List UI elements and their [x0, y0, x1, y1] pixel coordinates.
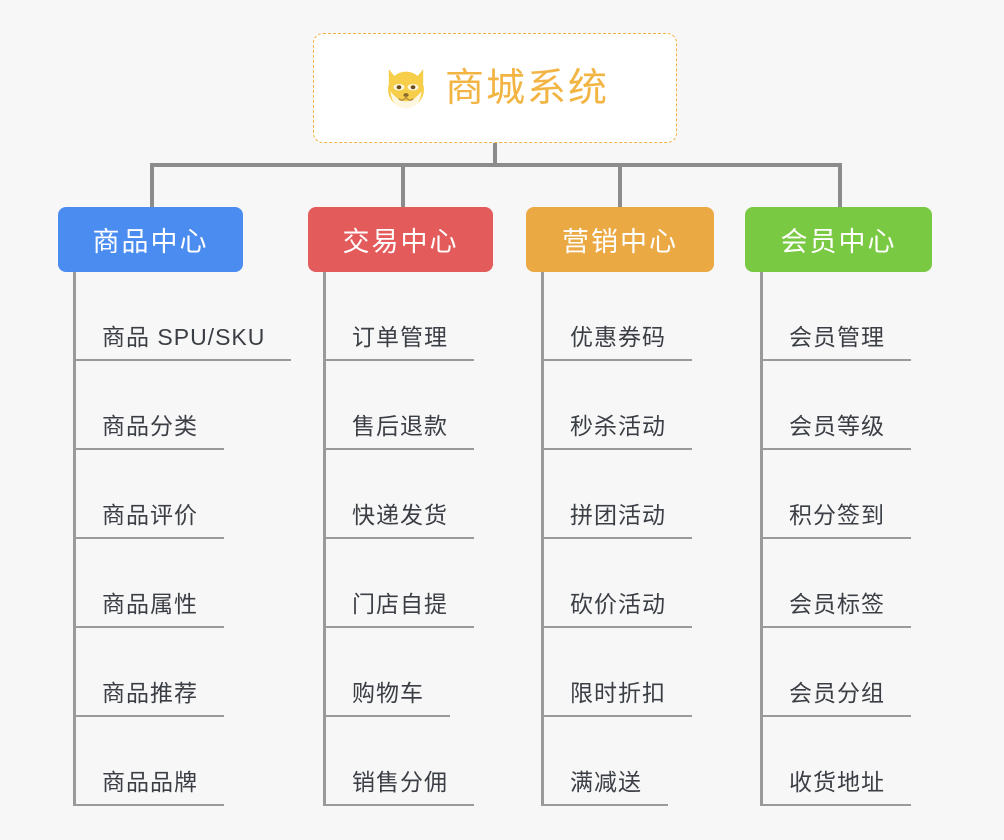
leaf-item[interactable]: 商品评价: [76, 450, 243, 539]
branch-column-marketing: 营销中心 优惠券码 秒杀活动 拼团活动 砍价活动 限时折扣 满减送: [526, 207, 714, 806]
branch-header-marketing[interactable]: 营销中心: [526, 207, 714, 272]
branch-header-member[interactable]: 会员中心: [745, 207, 932, 272]
connector-drop-3: [618, 163, 622, 209]
leaf-item[interactable]: 门店自提: [326, 539, 493, 628]
branch-body-product: 商品 SPU/SKU 商品分类 商品评价 商品属性 商品推荐 商品品牌: [73, 272, 292, 806]
connector-drop-2: [401, 163, 405, 209]
leaf-label: 售后退款: [326, 411, 474, 450]
shiba-dog-face-icon: [388, 69, 424, 109]
leaf-item[interactable]: 商品属性: [76, 539, 243, 628]
branch-header-label: 会员中心: [780, 227, 897, 257]
leaf-label: 会员分组: [763, 678, 911, 717]
leaf-label: 快递发货: [326, 500, 474, 539]
leaf-label: 砍价活动: [544, 589, 692, 628]
leaf-item[interactable]: 砍价活动: [544, 539, 714, 628]
leaf-label: 商品推荐: [76, 678, 224, 717]
leaf-label: 秒杀活动: [544, 411, 692, 450]
connector-drop-1: [150, 163, 154, 209]
leaf-label: 会员管理: [763, 322, 911, 361]
branch-header-label: 交易中心: [342, 227, 459, 257]
leaf-label: 商品评价: [76, 500, 224, 539]
leaf-label: 订单管理: [326, 322, 474, 361]
leaf-label: 满减送: [544, 767, 668, 806]
connector-horizontal-bus: [152, 163, 842, 167]
leaf-item[interactable]: 快递发货: [326, 450, 493, 539]
branch-header-label: 商品中心: [92, 227, 209, 257]
leaf-item[interactable]: 会员分组: [763, 628, 932, 717]
leaf-item[interactable]: 商品推荐: [76, 628, 243, 717]
branch-column-member: 会员中心 会员管理 会员等级 积分签到 会员标签 会员分组 收货地址: [745, 207, 932, 806]
leaf-label: 收货地址: [763, 767, 911, 806]
connector-drop-4: [838, 163, 842, 209]
leaf-label: 拼团活动: [544, 500, 692, 539]
leaf-item[interactable]: 限时折扣: [544, 628, 714, 717]
leaf-label: 会员等级: [763, 411, 911, 450]
leaf-label: 商品属性: [76, 589, 224, 628]
leaf-label: 商品 SPU/SKU: [76, 322, 292, 361]
root-title: 商城系统: [444, 66, 609, 110]
leaf-label: 会员标签: [763, 589, 911, 628]
branch-header-trade[interactable]: 交易中心: [308, 207, 493, 272]
leaf-label: 限时折扣: [544, 678, 692, 717]
leaf-item[interactable]: 会员等级: [763, 361, 932, 450]
leaf-item[interactable]: 拼团活动: [544, 450, 714, 539]
leaf-item[interactable]: 优惠券码: [544, 272, 714, 361]
leaf-label: 商品分类: [76, 411, 224, 450]
leaf-item[interactable]: 会员标签: [763, 539, 932, 628]
leaf-label: 门店自提: [326, 589, 474, 628]
leaf-item[interactable]: 销售分佣: [326, 717, 493, 806]
leaf-item[interactable]: 商品分类: [76, 361, 243, 450]
branch-body-trade: 订单管理 售后退款 快递发货 门店自提 购物车 销售分佣: [323, 272, 493, 806]
leaf-item[interactable]: 商品品牌: [76, 717, 243, 806]
leaf-label: 优惠券码: [544, 322, 692, 361]
branch-column-trade: 交易中心 订单管理 售后退款 快递发货 门店自提 购物车 销售分佣: [308, 207, 493, 806]
leaf-label: 商品品牌: [76, 767, 224, 806]
leaf-item[interactable]: 积分签到: [763, 450, 932, 539]
branch-body-member: 会员管理 会员等级 积分签到 会员标签 会员分组 收货地址: [760, 272, 932, 806]
connector-root-stem: [493, 143, 497, 165]
branch-column-product: 商品中心 商品 SPU/SKU 商品分类 商品评价 商品属性 商品推荐 商品品牌: [58, 207, 292, 806]
leaf-item[interactable]: 满减送: [544, 717, 714, 806]
leaf-item[interactable]: 收货地址: [763, 717, 932, 806]
branch-header-label: 营销中心: [562, 227, 678, 257]
leaf-item[interactable]: 售后退款: [326, 361, 493, 450]
branch-body-marketing: 优惠券码 秒杀活动 拼团活动 砍价活动 限时折扣 满减送: [541, 272, 714, 806]
root-node-mall-system[interactable]: 商城系统: [313, 33, 677, 143]
leaf-item[interactable]: 购物车: [326, 628, 493, 717]
leaf-label: 销售分佣: [326, 767, 474, 806]
leaf-label: 购物车: [326, 678, 450, 717]
leaf-item[interactable]: 会员管理: [763, 272, 932, 361]
leaf-label: 积分签到: [763, 500, 911, 539]
leaf-item[interactable]: 商品 SPU/SKU: [76, 272, 292, 361]
leaf-item[interactable]: 订单管理: [326, 272, 493, 361]
leaf-item[interactable]: 秒杀活动: [544, 361, 714, 450]
branch-header-product[interactable]: 商品中心: [58, 207, 243, 272]
